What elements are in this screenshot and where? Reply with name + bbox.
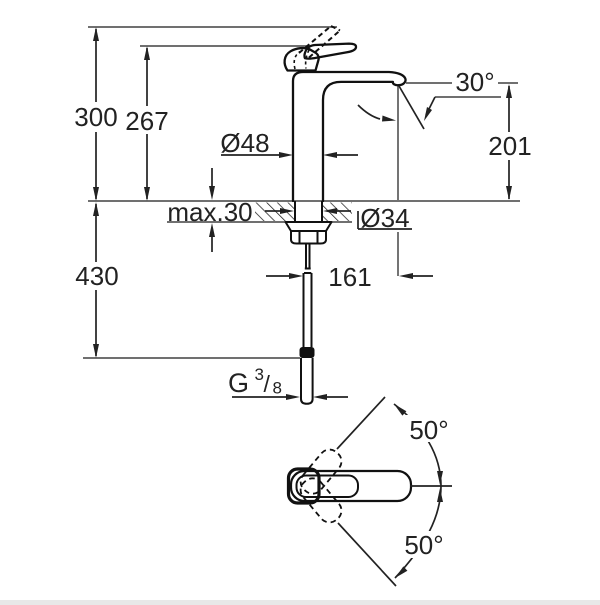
- label-lever-height: 267: [125, 106, 168, 136]
- label-swivel-upper: 50°: [409, 415, 448, 445]
- flow-direction-curve: [357, 104, 381, 120]
- faucet-body-and-spout: [291, 70, 407, 203]
- thread-prefix: G: [228, 368, 249, 398]
- label-swivel-lower: 50°: [404, 530, 443, 560]
- supply-hose: [300, 358, 314, 405]
- arc-center-arrow-lower: [437, 488, 443, 502]
- label-body-diameter: Ø48: [220, 128, 269, 158]
- swivel-extension-lower: [337, 522, 397, 587]
- handle-grip-plan: [295, 474, 359, 498]
- label-spout-angle: 30°: [455, 67, 494, 97]
- thread-numerator: 3: [255, 365, 264, 384]
- label-plate-50-lower: [402, 531, 448, 558]
- thread-denominator: 8: [273, 379, 282, 398]
- pop-up-rod-and-supply: [299, 243, 315, 405]
- cartridge-dashed-right: [304, 49, 310, 69]
- handle-raised-dashed: [298, 25, 341, 59]
- mounting-nut: [290, 230, 327, 245]
- arc-center-arrow-upper: [437, 471, 443, 485]
- arc-end-arrow-lower: [395, 566, 408, 578]
- swivel-extension-upper: [336, 396, 386, 450]
- label-mounting-hole: Ø34: [360, 203, 409, 233]
- thread-divider: /: [264, 371, 271, 397]
- label-thread-size: G 3 / 8: [228, 365, 282, 398]
- flow-direction-arrowhead: [382, 115, 396, 122]
- stream-angle-line: [398, 85, 425, 130]
- label-plate-50-upper: [405, 415, 455, 442]
- cartridge-dashed-left: [293, 50, 301, 70]
- body-cap-plan: [286, 467, 321, 505]
- mounting-shank: [284, 201, 333, 245]
- handle-swivel-up-dashed: [299, 448, 343, 495]
- label-supply-length: 430: [75, 261, 118, 291]
- front-view: [283, 25, 425, 405]
- dimension-labels: 300 267 Ø48 30° 201 max.30 Ø34 161 430 5…: [74, 67, 531, 560]
- label-deck-thickness: max.30: [167, 197, 252, 227]
- raised-lever-bottom-edge: [308, 29, 341, 59]
- label-total-height: 300: [74, 102, 117, 132]
- handle-swivel-down-dashed: [299, 477, 343, 524]
- raised-lever-tip: [330, 25, 341, 32]
- handle-lever: [303, 42, 358, 60]
- reference-lines: [83, 26, 520, 359]
- raised-lever-top-edge: [298, 25, 332, 54]
- label-outlet-height: 201: [488, 131, 531, 161]
- hose-ferrule: [299, 347, 315, 358]
- dimension-lines: [93, 27, 512, 400]
- arc-end-arrow-upper: [394, 404, 407, 416]
- label-spout-reach: 161: [328, 262, 371, 292]
- mounting-flange: [284, 221, 333, 232]
